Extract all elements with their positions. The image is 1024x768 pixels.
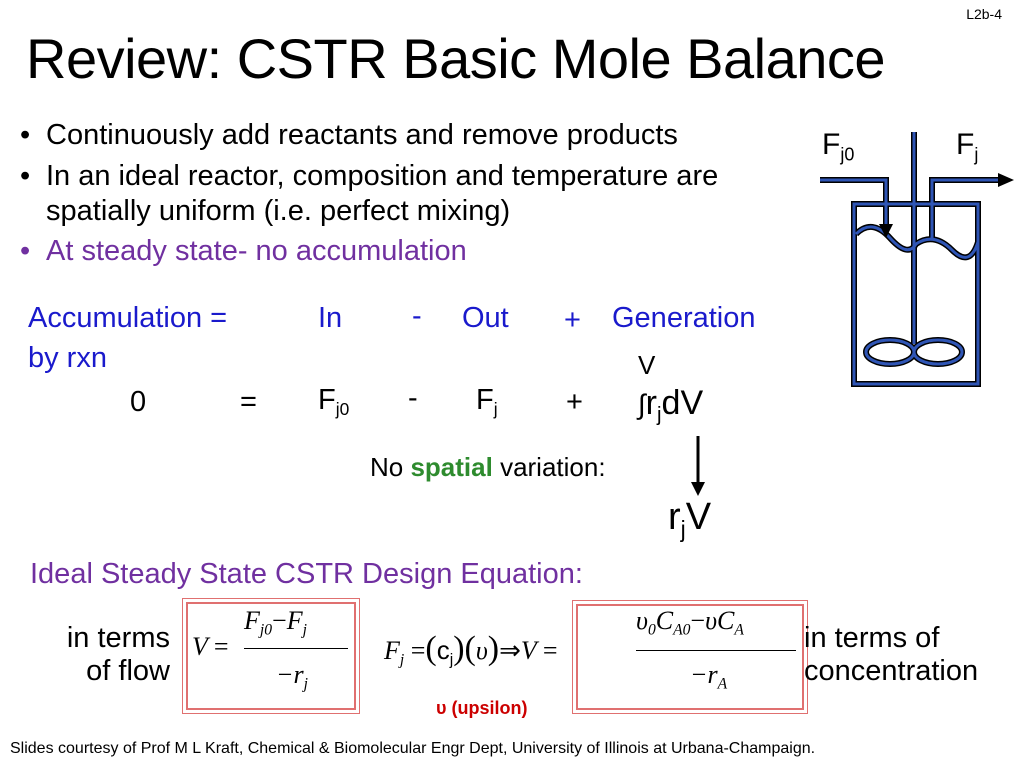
slide-number: L2b-4 (966, 6, 1002, 22)
bullet-item: At steady state- no accumulation (20, 234, 800, 269)
plus-sign: + (564, 304, 581, 336)
minus-sign: - (408, 382, 418, 414)
concentration-equation-box (572, 600, 808, 714)
minus-sign: - (412, 300, 422, 332)
by-rxn-label: by rxn (28, 342, 107, 374)
outlet-flow-label: Fj (956, 128, 979, 165)
flow-concentration-relation: Fj =(cj)(υ)⇒V = (384, 630, 558, 669)
no-spatial-variation: No spatial variation: (370, 452, 606, 482)
flow-equation-box (182, 598, 360, 714)
flow-eq-denominator: −rj (276, 660, 309, 693)
flow-eq-lhs: V = (192, 632, 229, 661)
conc-eq-numerator: υ0CA0−υCA (636, 606, 744, 639)
down-arrow-icon (691, 436, 705, 496)
flow-fraction-bar (244, 648, 348, 649)
bullet-item: In an ideal reactor, composition and tem… (20, 159, 786, 229)
conc-eq-denominator: −rA (690, 660, 728, 693)
fj0-term: Fj0 (318, 384, 350, 420)
inlet-flow-label: Fj0 (822, 128, 855, 165)
slide-title: Review: CSTR Basic Mole Balance (26, 27, 886, 90)
design-equation-title: Ideal Steady State CSTR Design Equation: (30, 558, 583, 590)
bullet-item: Continuously add reactants and remove pr… (20, 118, 800, 153)
in-label: In (318, 302, 343, 334)
conc-fraction-bar (636, 650, 796, 651)
flow-eq-numerator: Fj0−Fj (244, 606, 307, 639)
cstr-reactor-diagram (820, 132, 1014, 387)
fj-term: Fj (476, 384, 498, 420)
generation-integral: ∫rjdV (638, 384, 704, 427)
out-label: Out (462, 302, 509, 334)
bullet-list: Continuously add reactants and remove pr… (20, 118, 800, 275)
integral-upper-limit: V (638, 350, 656, 380)
footer-credit: Slides courtesy of Prof M L Kraft, Chemi… (10, 740, 816, 757)
zero-term: 0 (130, 386, 147, 418)
accumulation-label: Accumulation = (28, 302, 228, 334)
plus-sign: + (566, 386, 583, 418)
rj-v-result: rjV (668, 496, 712, 542)
generation-label: Generation (612, 302, 756, 334)
equals-sign: = (240, 386, 257, 418)
upsilon-note: υ (upsilon) (436, 698, 528, 718)
